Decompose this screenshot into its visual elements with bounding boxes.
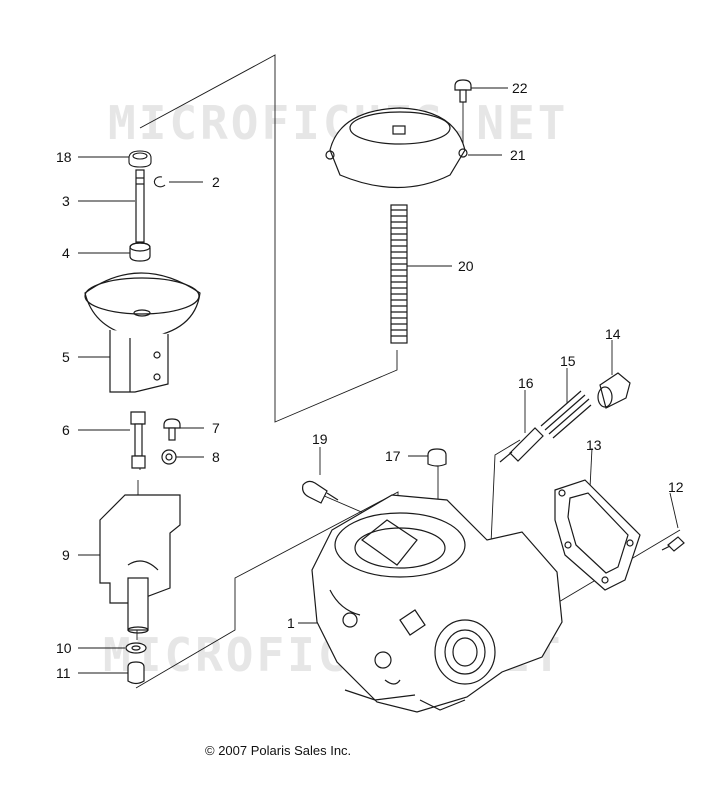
callout-4: 4 — [62, 245, 70, 261]
callout-17: 17 — [385, 448, 401, 464]
callout-11: 11 — [56, 665, 71, 681]
part-14-plug — [597, 372, 631, 409]
part-16-needle-valve — [499, 427, 544, 463]
part-6-jet — [130, 411, 146, 469]
part-7-screw — [163, 418, 181, 441]
part-4-spacer — [129, 242, 151, 262]
part-22-screw — [454, 79, 472, 103]
callout-10: 10 — [56, 640, 72, 656]
part-8-washer — [161, 449, 177, 465]
part-9-slide — [99, 494, 181, 634]
part-2-clip — [153, 176, 166, 188]
part-18-cap — [128, 150, 152, 168]
callout-3: 3 — [62, 193, 70, 209]
callout-22: 22 — [512, 80, 528, 96]
callout-6: 6 — [62, 422, 70, 438]
callout-19: 19 — [312, 431, 328, 447]
part-12-screw — [661, 536, 685, 552]
part-17-jet — [427, 448, 447, 467]
callout-21: 21 — [510, 147, 526, 163]
part-10-washer — [125, 642, 147, 654]
part-15-spring — [540, 390, 592, 439]
part-3-needle — [135, 169, 145, 243]
callout-16: 16 — [518, 375, 534, 391]
part-11-jet — [127, 661, 145, 685]
part-20-spring — [390, 204, 408, 344]
callout-7: 7 — [212, 420, 220, 436]
callout-8: 8 — [212, 449, 220, 465]
callout-14: 14 — [605, 326, 621, 342]
callout-18: 18 — [56, 149, 72, 165]
callout-2: 2 — [212, 174, 220, 190]
part-5-diaphragm — [84, 272, 201, 393]
leader-lines — [78, 87, 679, 674]
copyright-notice: © 2007 Polaris Sales Inc. — [205, 743, 352, 758]
callout-15: 15 — [560, 353, 576, 369]
callout-9: 9 — [62, 547, 70, 563]
callout-13: 13 — [586, 437, 602, 453]
part-21-top-cover — [325, 107, 468, 188]
part-1-carburetor-body — [311, 494, 563, 713]
callout-1: 1 — [287, 615, 295, 631]
callout-20: 20 — [458, 258, 474, 274]
part-13-gasket — [554, 479, 641, 591]
part-19-pilot-screw — [302, 480, 339, 504]
callout-12: 12 — [668, 479, 684, 495]
callout-5: 5 — [62, 349, 70, 365]
